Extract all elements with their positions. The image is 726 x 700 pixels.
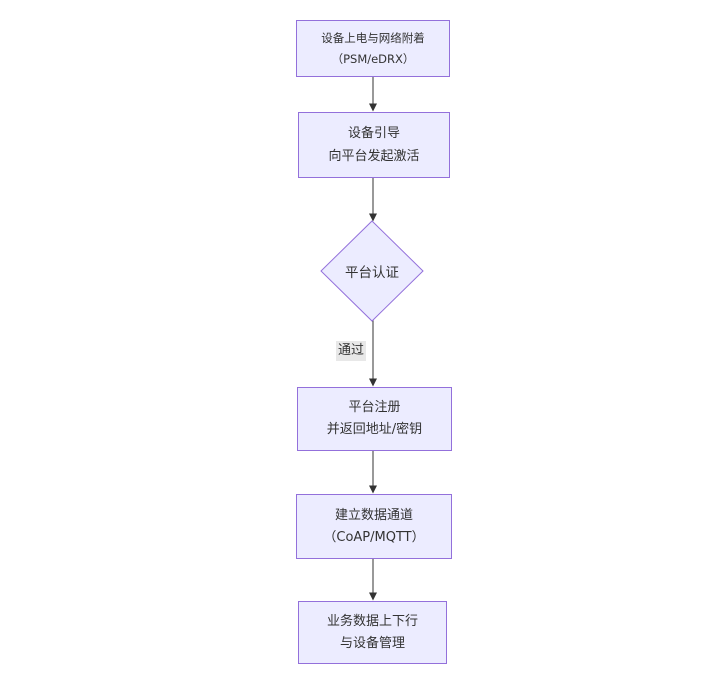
node-text-line: 设备引导 — [347, 126, 400, 141]
node-platform-register: 平台注册 并返回地址/密钥 — [297, 387, 452, 451]
node-text-line: 并返回地址/密钥 — [326, 422, 423, 437]
node-text-line: 建立数据通道 — [334, 507, 413, 523]
node-text-line: 设备上电与网络附着 — [321, 30, 425, 45]
node-text-line: 向平台发起激活 — [328, 149, 420, 164]
decision-platform-auth: 平台认证 — [320, 220, 424, 322]
diamond-shape — [320, 220, 424, 322]
node-text-line: 与设备管理 — [339, 635, 405, 651]
node-text-line: （PSM/eDRX） — [331, 51, 415, 66]
decision-label: 平台认证 — [345, 265, 399, 281]
node-text-line: （CoAP/MQTT） — [323, 529, 425, 545]
node-device-bootstrap: 设备引导 向平台发起激活 — [298, 112, 450, 178]
node-text-line: 业务数据上下行 — [326, 613, 418, 629]
node-business-data: 业务数据上下行 与设备管理 — [298, 601, 447, 664]
node-data-channel: 建立数据通道 （CoAP/MQTT） — [296, 494, 452, 559]
node-power-on-attach: 设备上电与网络附着 （PSM/eDRX） — [296, 20, 450, 77]
node-text-line: 平台注册 — [348, 400, 401, 415]
edge-label-pass: 通过 — [336, 341, 367, 361]
